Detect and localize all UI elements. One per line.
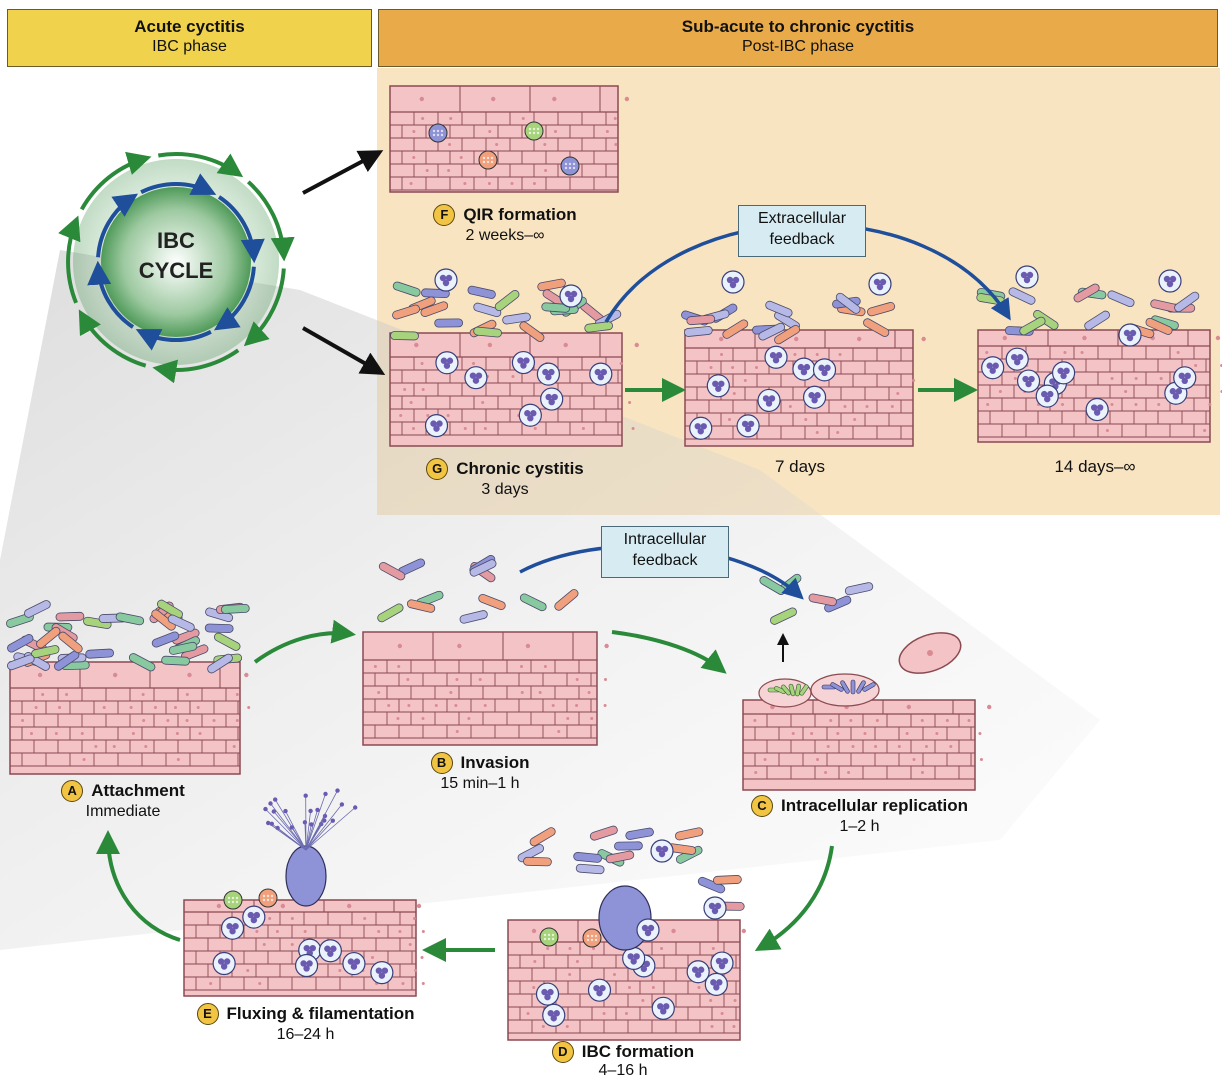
fluxing-pod xyxy=(223,788,358,910)
neutrophils-e-fluxing xyxy=(212,905,394,985)
header-chronic: Sub-acute to chronic cyctitis Post-IBC p… xyxy=(378,9,1218,67)
stage-g-14days-label: 14 days–∞ xyxy=(1054,457,1136,476)
neutrophils-g-14days xyxy=(981,347,1197,422)
header-chronic-title: Sub-acute to chronic cyctitis xyxy=(681,17,915,36)
bacteria-a-attachment xyxy=(6,599,250,674)
ibc-cycle-outer-arrows xyxy=(58,151,295,384)
intracellular-feedback-box: Intracellular feedback xyxy=(601,526,729,578)
tissue-a-attachment xyxy=(9,661,251,775)
arrow-to-qir xyxy=(302,150,384,195)
neutrophils-d-ibc xyxy=(535,946,734,1027)
tissue-b-invasion xyxy=(362,631,609,746)
tissue-f-qir xyxy=(389,85,630,193)
ibc-cycle-label: IBC CYCLE xyxy=(138,228,214,283)
extracellular-feedback-box: Extracellular feedback xyxy=(738,205,866,257)
exfoliated-cell xyxy=(898,632,962,674)
badge-e: E xyxy=(196,1003,219,1025)
stage-g-7days-label: 7 days xyxy=(774,457,826,476)
bacteria-b-invasion xyxy=(377,555,579,624)
badge-f: F xyxy=(433,204,456,226)
header-acute: Acute cyctitis IBC phase xyxy=(7,9,372,67)
bacteria-g-3days xyxy=(390,278,622,342)
progression-arrows xyxy=(96,378,978,962)
neutrophils-lumen xyxy=(434,265,1182,347)
ibc-cycle-inner-arrows xyxy=(87,173,265,351)
intracellular-colonies xyxy=(758,673,880,708)
badge-b: B xyxy=(430,752,453,774)
badge-g: G xyxy=(426,458,449,480)
badge-d: D xyxy=(551,1041,574,1063)
bacteria-g-14days xyxy=(976,283,1200,339)
qir-reservoirs xyxy=(428,121,580,176)
header-acute-subtitle: IBC phase xyxy=(152,38,227,55)
arrow-to-chronic xyxy=(302,326,386,375)
bacteria-d-ibc xyxy=(517,825,745,911)
bacteria-g-7days xyxy=(681,292,896,345)
header-chronic-subtitle: Post-IBC phase xyxy=(741,38,855,55)
neutrophils-g-3days xyxy=(424,350,613,438)
badge-a: A xyxy=(61,780,84,802)
tissue-c-replication xyxy=(742,699,992,791)
ibc-pod xyxy=(539,839,727,951)
header-acute-title: Acute cyctitis xyxy=(134,17,245,36)
badge-c: C xyxy=(750,795,773,817)
neutrophils-g-7days xyxy=(689,345,837,440)
